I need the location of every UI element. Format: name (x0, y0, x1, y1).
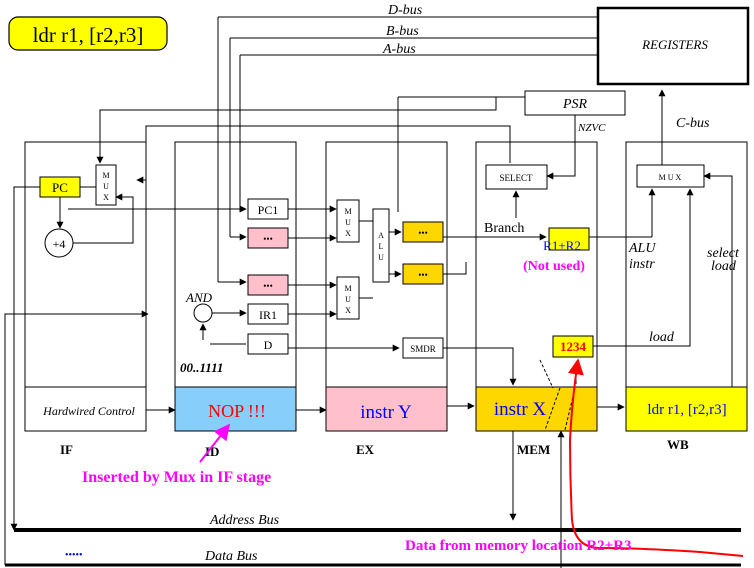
mem-pipeline-reg (475, 386, 598, 432)
ex-pipeline-reg (325, 386, 448, 432)
ex-mux-top-m: M (344, 207, 351, 216)
data-from-memory-arrow (567, 358, 744, 557)
if-mux-m: M (102, 171, 109, 180)
id-stage: PC1 ••• ••• IR1 D AND 00..1111 NOP !!! I… (174, 198, 327, 459)
alu-instr-1: ALU (628, 241, 656, 256)
alu (372, 208, 390, 283)
id-operand-a-dots: ••• (263, 234, 272, 244)
wb-stage: M U X ALU instr select load load ldr r1,… (593, 164, 748, 452)
pc-label: PC (52, 180, 68, 195)
load-label: load (649, 330, 675, 345)
top-buses (217, 16, 666, 286)
alu-l: L (379, 242, 384, 251)
b-bus-label: B-bus (386, 24, 419, 39)
registers-box: REGISTERS (596, 6, 750, 86)
select-label: SELECT (500, 173, 534, 183)
nzvc-label: NZVC (577, 122, 606, 134)
ex-mux-bottom-u: U (345, 295, 351, 304)
mem-stage: ••• ••• SELECT Branch R1+R2 (Not used) 1… (389, 164, 656, 568)
d-label: D (264, 338, 273, 352)
ex-stage: M U X M U X A L U SMDR instr Y EX (288, 199, 475, 457)
title-badge: ldr r1, [r2,r3] (8, 16, 168, 51)
if-label: IF (60, 442, 73, 457)
wb-mux-label: M U X (659, 173, 682, 182)
ex-mux-top-u: U (345, 218, 351, 227)
alu-u: U (378, 253, 384, 262)
mem-value: 1234 (560, 339, 587, 354)
branch-label: Branch (484, 221, 524, 236)
hardwired-label: Hardwired Control (42, 404, 135, 418)
r1r2-label: R1+R2 (543, 238, 581, 253)
mem-dots-top-text: ••• (418, 228, 427, 238)
pc1-label: PC1 (258, 203, 279, 217)
id-pipeline-reg (174, 386, 297, 432)
mem-label: MEM (517, 442, 550, 457)
alu-instr-2: instr (629, 257, 655, 272)
hardwired-control (24, 386, 147, 432)
if-mux-x: X (103, 193, 109, 202)
psr-label: PSR (562, 97, 588, 112)
ex-label: EX (356, 442, 375, 457)
wb-content: ldr r1, [r2,r3] (647, 402, 726, 418)
data-bus-label: Data Bus (204, 549, 258, 564)
inserted-arrow (199, 423, 230, 463)
if-mux-u: U (103, 182, 109, 191)
select-box (485, 164, 548, 190)
ex-content: instr Y (360, 402, 412, 423)
mem-dots-bottom-text: ••• (418, 270, 427, 280)
d-register (247, 333, 289, 355)
not-used-label: (Not used) (523, 259, 585, 274)
wb-label: WB (667, 437, 689, 452)
if-mux (95, 164, 117, 206)
select-load-2: load (711, 259, 737, 274)
psr-box: PSR (524, 90, 626, 116)
mem-content: instr X (494, 399, 547, 420)
and-gate (193, 303, 213, 323)
address-bus-label: Address Bus (209, 513, 280, 528)
and-label: AND (185, 290, 213, 305)
plus4-label: +4 (53, 237, 66, 251)
smdr-label: SMDR (410, 344, 436, 354)
registers-label: REGISTERS (641, 37, 708, 52)
if-stage: PC M U X +4 Hardwired Control IF (4, 164, 247, 565)
id-operand-b-dots: ••• (263, 281, 272, 291)
mem-dots-top (402, 221, 444, 243)
ex-mux-bottom-x: X (345, 306, 351, 315)
a-bus-label: A-bus (382, 42, 416, 57)
wb-pipeline-reg (625, 386, 748, 432)
data-from-memory-label: Data from memory location R2+R3 (405, 538, 632, 554)
title-text: ldr r1, [r2,r3] (33, 23, 144, 47)
ex-mux-top-x: X (345, 229, 351, 238)
alu-a: A (378, 231, 384, 240)
bottom-buses: Address Bus Data Bus ••••• (5, 513, 741, 567)
c-bus-label: C-bus (676, 116, 710, 131)
d-bus-label: D-bus (387, 3, 423, 18)
inserted-label: Inserted by Mux in IF stage (82, 469, 271, 486)
bus-ellipsis: ••••• (65, 550, 83, 561)
r1r2-register (548, 227, 590, 251)
id-content: NOP !!! (208, 401, 266, 421)
id-label: ID (205, 444, 219, 459)
ir1-label: IR1 (259, 308, 277, 322)
zeros-label: 00..1111 (180, 360, 223, 375)
ex-mux-bottom-m: M (344, 284, 351, 293)
